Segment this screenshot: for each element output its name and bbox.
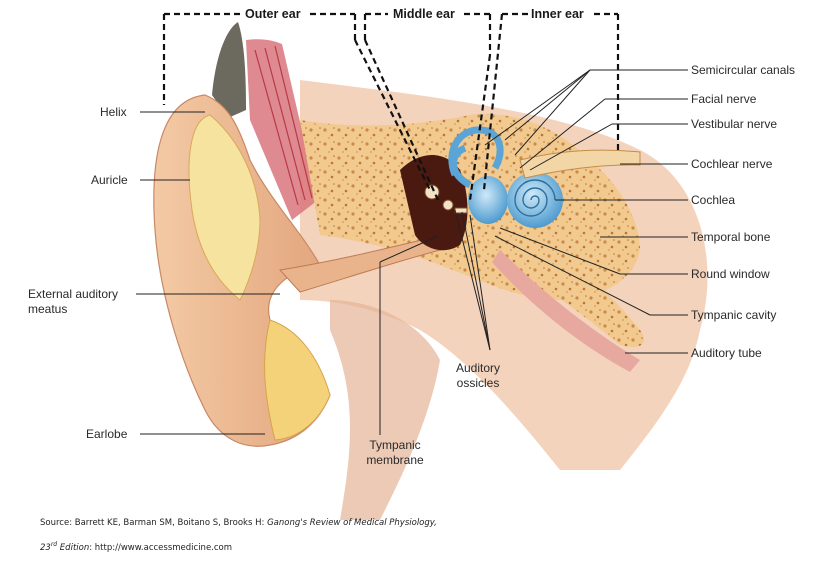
source-edition-word: Edition xyxy=(57,542,90,553)
label-vestibular-nerve: Vestibular nerve xyxy=(691,117,778,131)
source-citation-line1: Source: Barrett KE, Barman SM, Boitano S… xyxy=(40,518,437,529)
ear-cartilage xyxy=(188,114,261,301)
label-temporal-bone: Temporal bone xyxy=(691,230,771,244)
label-semicircular-canals: Semicircular canals xyxy=(691,63,796,77)
label-external-auditory-meatus-2: meatus xyxy=(28,302,68,316)
label-cochlear-nerve: Cochlear nerve xyxy=(691,157,773,171)
middle-ear-cavity xyxy=(400,155,468,251)
section-inner-ear: Inner ear xyxy=(528,7,587,21)
label-round-window: Round window xyxy=(691,267,770,281)
label-external-auditory-meatus-1: External auditory xyxy=(28,287,119,301)
semicircular-canals xyxy=(448,126,504,189)
source-url[interactable]: : http://www.accessmedicine.com xyxy=(89,542,233,553)
auditory-tube-shape xyxy=(492,250,640,372)
label-tympanic-membrane-2: membrane xyxy=(366,453,424,467)
leader-lines xyxy=(136,69,688,435)
label-auditory-ossicles-1: Auditory xyxy=(455,361,501,375)
label-auditory-tube: Auditory tube xyxy=(691,346,762,360)
source-book-title: Ganong's Review of Medical Physiology, xyxy=(267,518,437,528)
nerve-bundle xyxy=(519,149,641,179)
section-middle-ear: Middle ear xyxy=(390,7,458,21)
source-citation-line2: 23rd Edition: http://www.accessmedicine.… xyxy=(40,539,232,554)
label-earlobe: Earlobe xyxy=(86,427,128,441)
label-auricle: Auricle xyxy=(91,173,128,187)
label-tympanic-membrane-1: Tympanic xyxy=(369,438,421,452)
earlobe-tissue xyxy=(264,319,331,441)
section-brackets xyxy=(162,12,620,201)
source-authors: Source: Barrett KE, Barman SM, Boitano S… xyxy=(40,518,268,528)
section-outer-ear: Outer ear xyxy=(242,7,304,21)
cochlea xyxy=(507,172,563,228)
source-edition-superscript: rd xyxy=(50,541,58,548)
label-helix: Helix xyxy=(100,105,127,119)
label-tympanic-cavity: Tympanic cavity xyxy=(691,308,777,322)
hair xyxy=(212,22,246,118)
label-facial-nerve: Facial nerve xyxy=(691,92,757,106)
label-cochlea: Cochlea xyxy=(691,193,736,207)
label-auditory-ossicles-2: ossicles xyxy=(456,376,500,390)
source-edition-number: 23 xyxy=(40,542,51,553)
